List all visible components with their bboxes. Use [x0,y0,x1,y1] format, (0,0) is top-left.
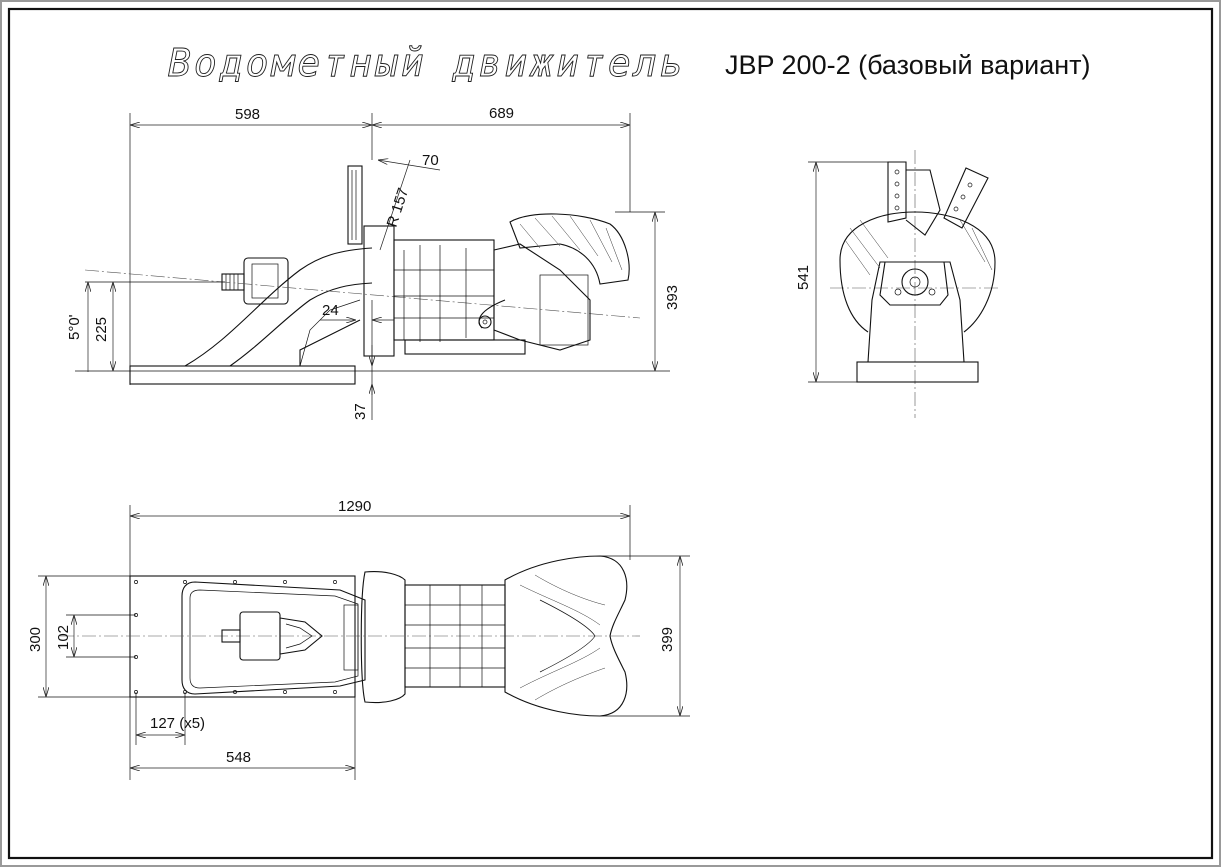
dim-689: 689 [489,105,514,122]
dim-300: 300 [27,627,44,652]
intake-frame [181,581,366,695]
side-view: 598 689 5°0' 225 70 [66,105,681,420]
side-base-plate [129,365,356,385]
title-model: JBP 200-2 (базовый вариант) [725,50,1091,80]
shaft-housing [243,257,289,305]
dim-541: 541 [795,265,812,290]
dim-393: 393 [664,285,681,310]
dim-1290: 1290 [338,498,371,515]
inner-frame [7,7,1214,860]
dim-548: 548 [226,749,251,766]
dim-37: 37 [352,403,369,420]
steering-nozzle [493,243,591,351]
front-view: 541 [795,150,1000,418]
intake-duct [184,247,373,367]
pump-body [393,239,495,341]
dim-102: 102 [55,625,72,650]
front-base [856,361,979,383]
reverse-bucket [509,213,630,285]
dim-70: 70 [422,152,439,169]
reverse-arm [943,167,989,229]
title-name: Водометный движитель [168,41,686,85]
dim-angle: 5°0' [66,314,83,340]
top-base-plate [129,575,356,698]
dim-225: 225 [93,317,110,342]
nozzle-center [901,268,929,296]
dim-24: 24 [322,302,339,319]
front-housing [867,261,965,363]
top-view: 1290 [27,498,690,780]
top-reverse-bucket [504,555,628,717]
top-transom [360,571,406,704]
dim-598: 598 [235,106,260,123]
dim-399: 399 [659,627,676,652]
dim-127: 127 (x5) [150,715,205,732]
dim-radius: R 157 [384,186,413,229]
steering-arm [887,161,907,223]
transom-plate [363,225,395,357]
